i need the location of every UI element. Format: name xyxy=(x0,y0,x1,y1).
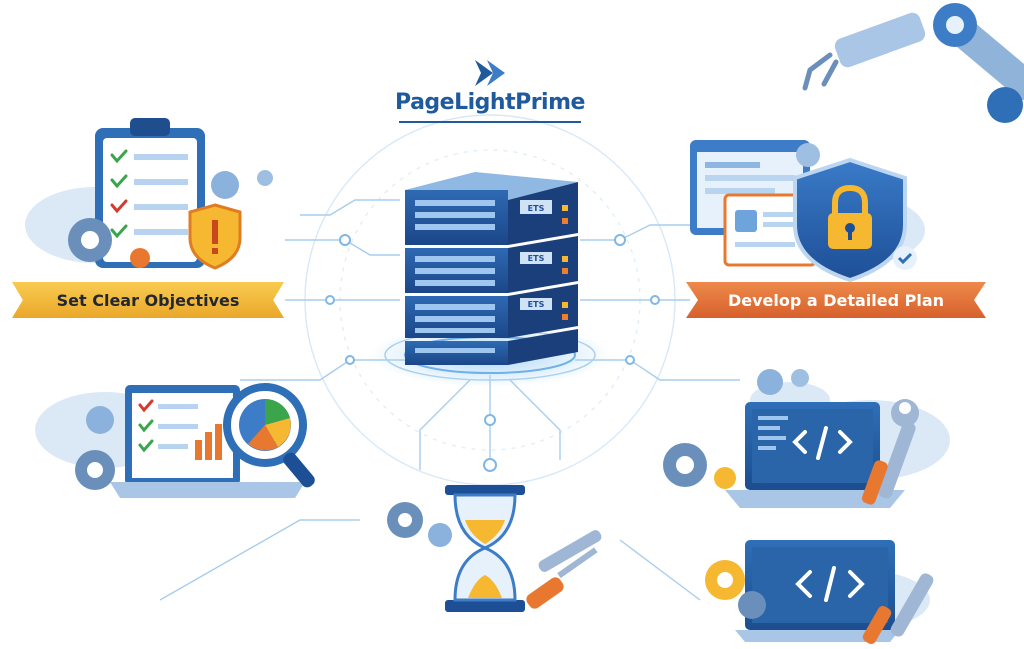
hourglass-icon xyxy=(445,485,525,612)
screwdriver-icon xyxy=(862,606,892,644)
warning-shield-icon xyxy=(188,203,242,270)
code-laptop-icon xyxy=(725,402,905,508)
objectives-banner: Set Clear Objectives xyxy=(12,282,284,318)
robotic-arm-icon xyxy=(802,3,1024,123)
screwdriver-icon xyxy=(526,547,598,609)
gear-icon xyxy=(387,502,452,547)
gear-icon xyxy=(75,406,115,490)
wrench-icon xyxy=(538,530,602,572)
analytics-magnifier-icon xyxy=(110,383,315,498)
brand-underline xyxy=(399,121,581,123)
plan-banner: Develop a Detailed Plan xyxy=(686,282,986,318)
browser-window-icon xyxy=(690,140,820,267)
server-rack-icon xyxy=(370,172,610,387)
brand-logo: PageLightPrime xyxy=(395,58,585,123)
gear-icon xyxy=(68,170,273,268)
server-unit-tag: ETS xyxy=(528,300,545,309)
chevron-logo-icon xyxy=(475,60,505,86)
gear-icon xyxy=(705,560,766,619)
wrench-icon xyxy=(878,399,919,499)
checklist-clipboard-icon xyxy=(95,118,205,268)
pie-chart-icon xyxy=(239,399,291,451)
brand-name: PageLightPrime xyxy=(395,90,585,115)
server-unit-tag: ETS xyxy=(528,204,545,213)
wrench-icon xyxy=(890,573,934,637)
circuit-nodes xyxy=(325,234,660,472)
code-laptop-icon xyxy=(735,540,900,642)
server-unit-tag: ETS xyxy=(528,254,545,263)
security-lock-shield-icon xyxy=(793,157,917,283)
screwdriver-icon xyxy=(861,460,888,505)
gear-icon xyxy=(663,369,809,489)
